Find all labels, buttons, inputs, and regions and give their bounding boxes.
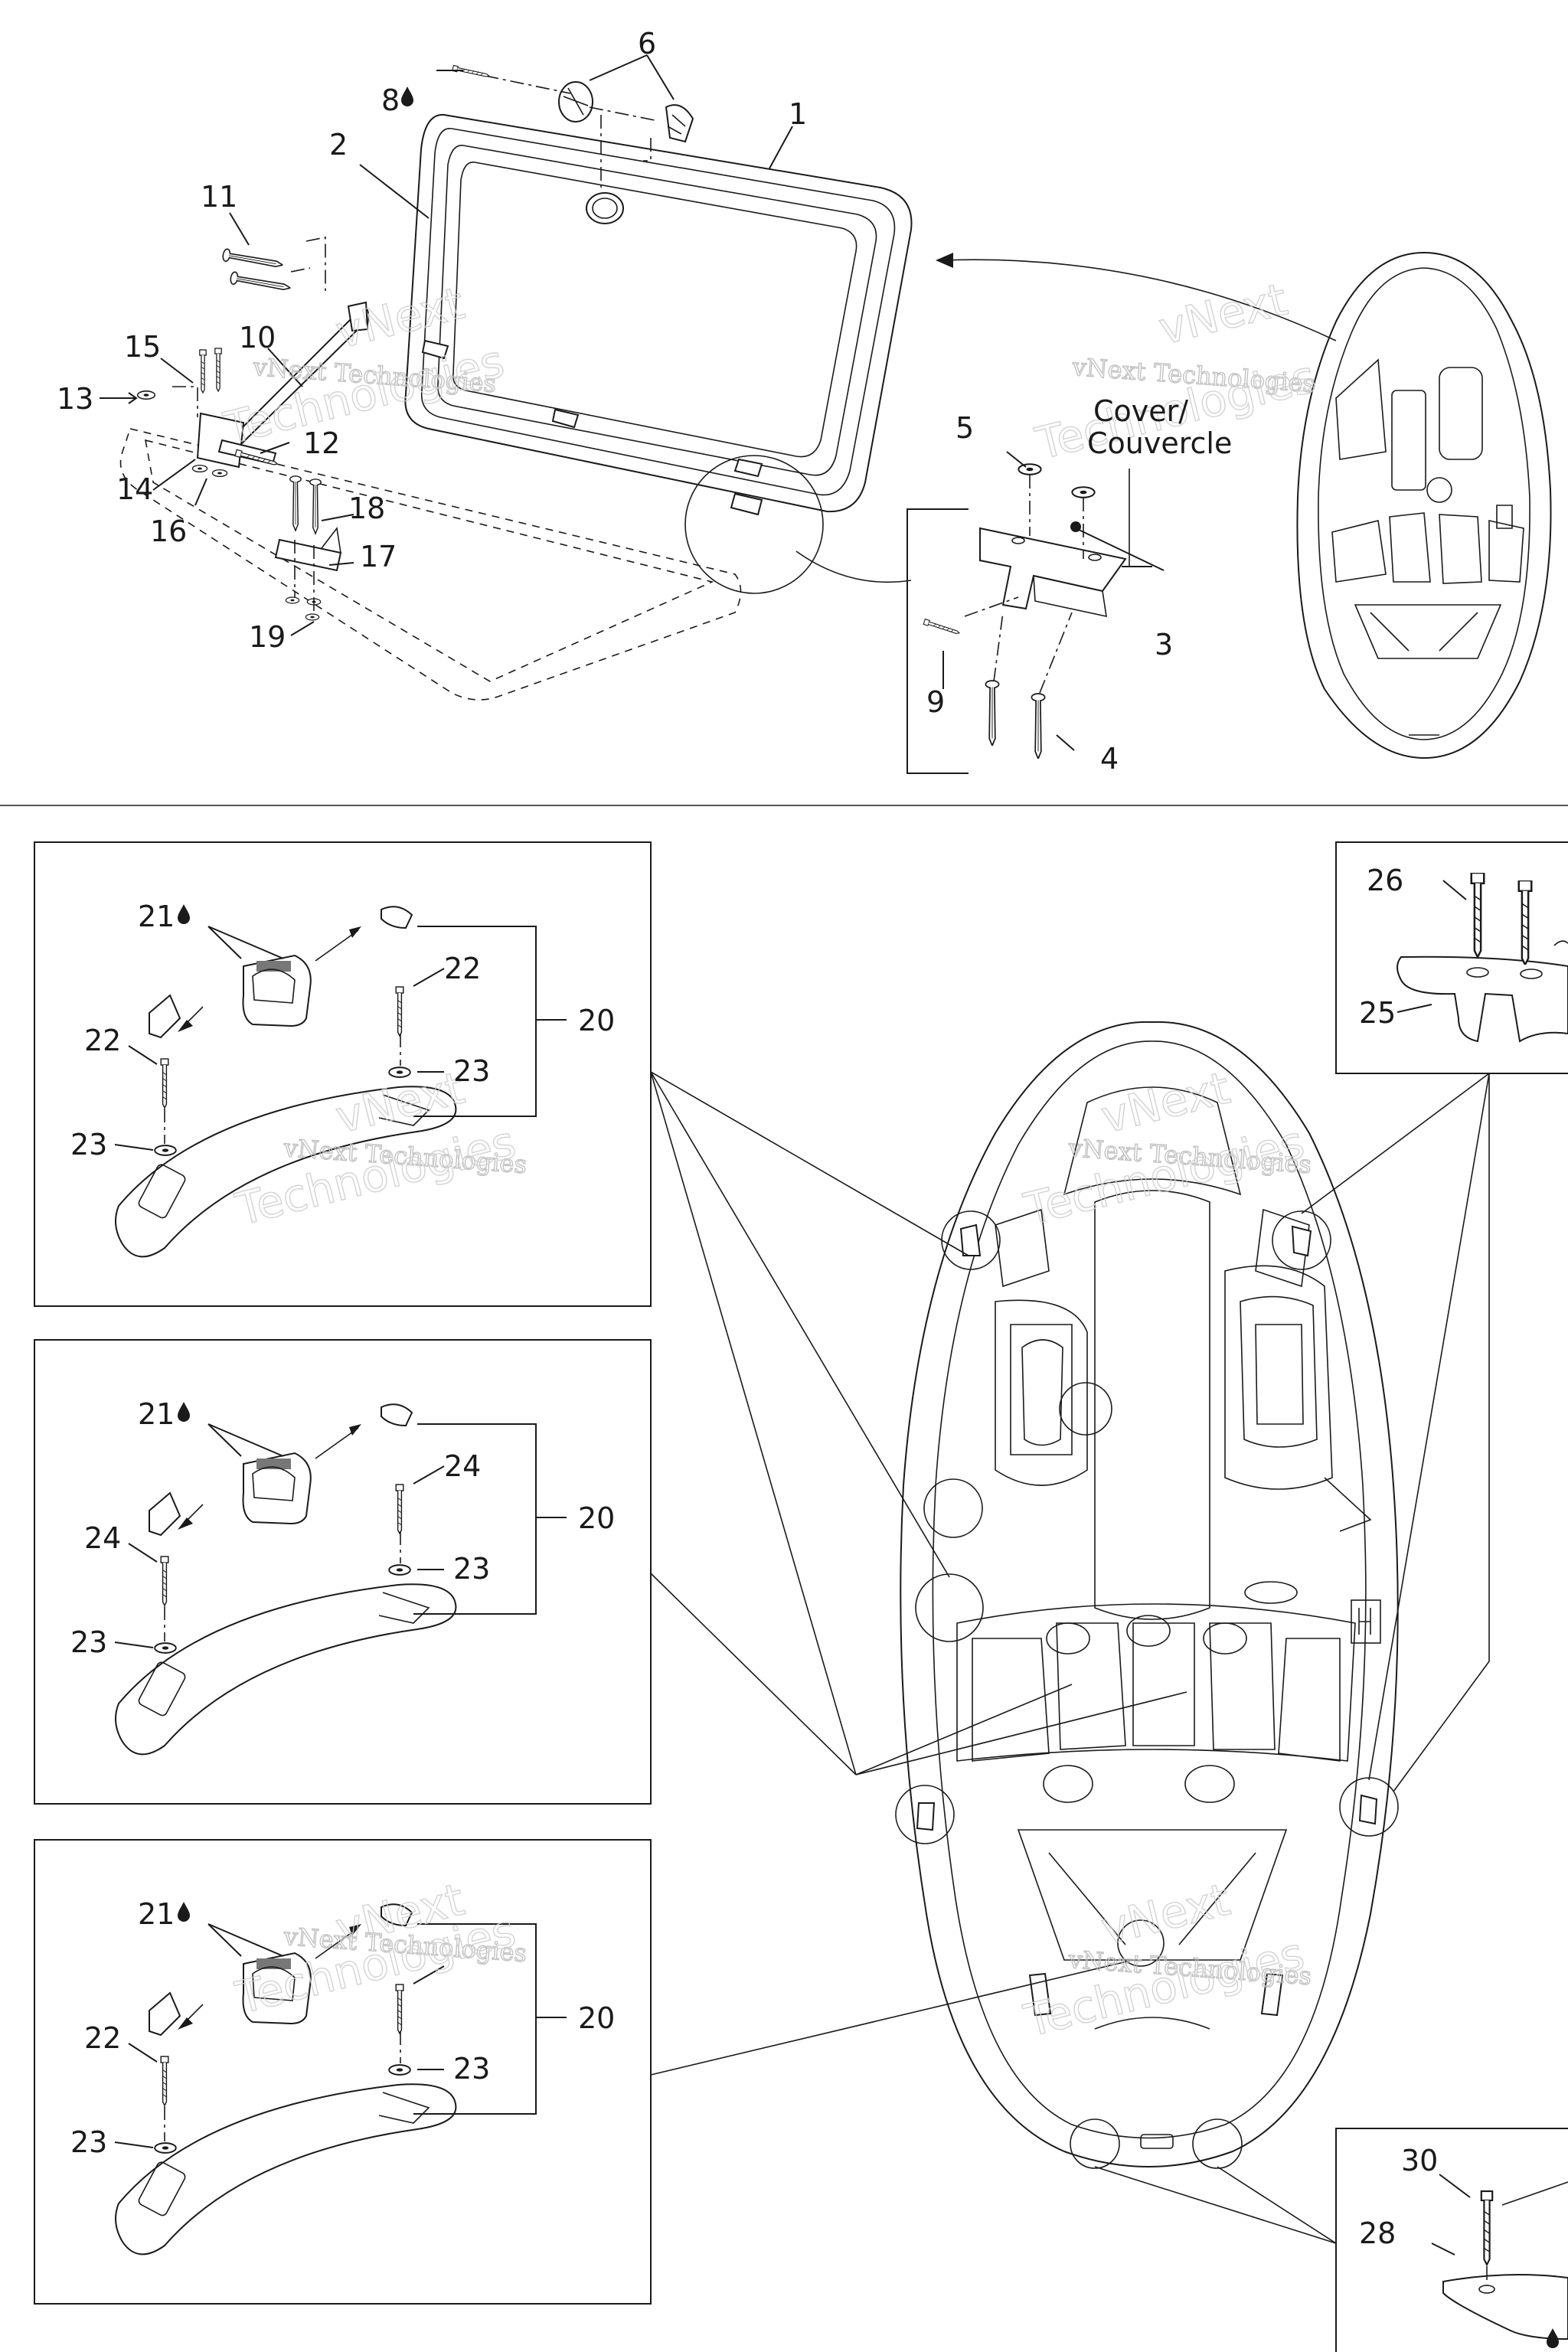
label-24-a: 24 (444, 1449, 481, 1483)
label-22-a: 22 (444, 952, 481, 985)
label-17: 17 (360, 540, 397, 573)
label-4: 4 (1100, 742, 1119, 776)
label-20-b: 20 (578, 1501, 615, 1535)
label-22-c: 22 (84, 2021, 121, 2055)
label-28: 28 (1359, 2216, 1396, 2250)
label-5: 5 (956, 411, 974, 445)
label-21-c: 21 (138, 1897, 175, 1931)
label-23-c: 23 (453, 1552, 490, 1586)
label-16: 16 (150, 514, 187, 548)
label-1: 1 (789, 97, 807, 131)
label-26: 26 (1367, 864, 1403, 897)
label-20-a: 20 (578, 1004, 615, 1037)
drop-icon (178, 1402, 190, 1422)
label-2: 2 (329, 128, 348, 162)
deck-outline (119, 428, 742, 701)
label-6: 6 (638, 27, 656, 60)
label-15: 15 (124, 330, 161, 364)
label-9: 9 (926, 685, 945, 719)
label-3: 3 (1155, 628, 1173, 662)
label-18: 18 (348, 492, 385, 525)
label-30: 30 (1401, 2144, 1438, 2177)
watercraft-top (1296, 251, 1552, 760)
label-23-a: 23 (453, 1054, 490, 1088)
drop-icon (178, 1902, 190, 1922)
label-23-d: 23 (70, 1625, 107, 1659)
cover-window (452, 162, 858, 458)
bracket-17 (274, 538, 342, 572)
label-24-b: 24 (84, 1521, 121, 1555)
label-22-b: 22 (84, 1024, 121, 1057)
label-10: 10 (239, 321, 276, 354)
cover-label-line2: Couvercle (1087, 426, 1232, 460)
bumper-panel-3 (34, 1839, 652, 2305)
cover-label-line1: Cover/ (1093, 394, 1188, 428)
label-14: 14 (116, 472, 153, 506)
label-12: 12 (303, 426, 340, 460)
cleat-panel-bottom (1335, 2128, 1568, 2352)
watercraft-bottom (650, 1021, 1490, 2244)
label-23-b: 23 (70, 1128, 107, 1161)
label-11: 11 (201, 180, 237, 214)
drop-icon (178, 904, 190, 924)
label-21-b: 21 (138, 1397, 175, 1431)
storage-cover-group (100, 54, 1552, 774)
label-20-c: 20 (578, 2001, 615, 2035)
label-21-a: 21 (138, 900, 175, 933)
bracket-3 (979, 527, 1127, 610)
detail-box-top (906, 508, 969, 774)
cover-frame (404, 113, 913, 513)
label-23-e: 23 (453, 2052, 490, 2086)
watermark-vnext-1: vNext (1154, 273, 1292, 355)
bumper-panel-2 (34, 1339, 652, 1805)
drop-icon (401, 87, 413, 106)
label-13: 13 (57, 382, 93, 416)
label-23-f: 23 (70, 2125, 107, 2159)
label-8: 8 (381, 83, 400, 117)
label-25: 25 (1359, 996, 1396, 1030)
callout-labels: 1 2 3 4 5 6 8 9 10 11 12 13 14 15 16 17 … (57, 27, 1559, 2348)
bumper-panel-1 (34, 841, 652, 1307)
label-19: 19 (249, 620, 286, 654)
cleat-panel-top (1335, 841, 1568, 1074)
